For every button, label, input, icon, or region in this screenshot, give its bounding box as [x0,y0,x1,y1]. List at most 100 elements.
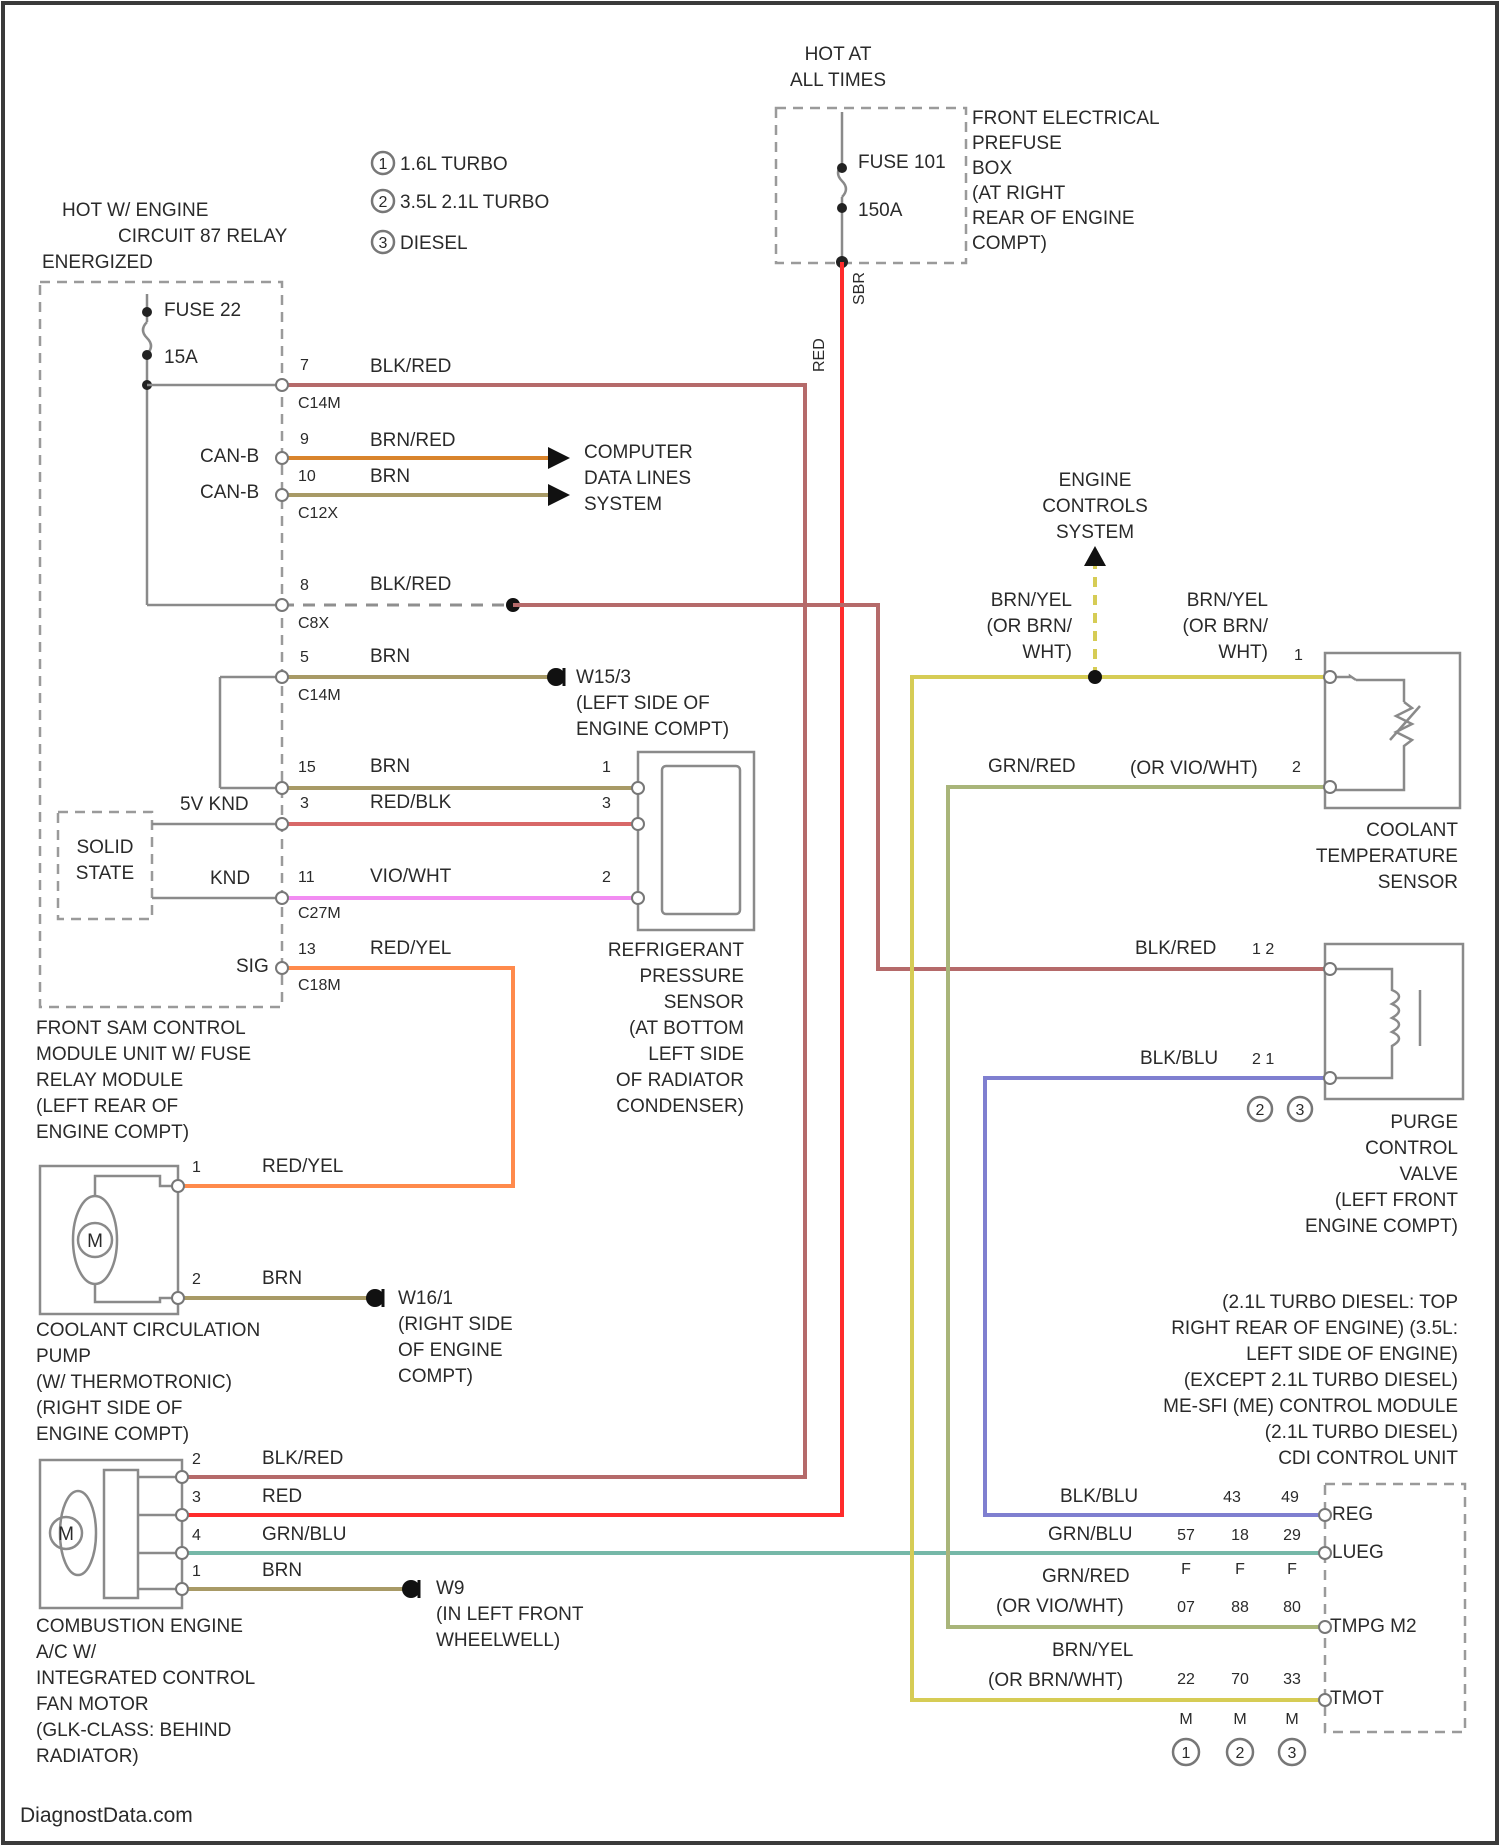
prefuse-connector: SBR [851,272,868,305]
refrig-caption-2: PRESSURE [639,966,744,987]
ecm-conn-b: M [1233,1711,1246,1728]
wire-label-brn-5: BRN [370,646,410,667]
wire-label-blk-red-7: BLK/RED [370,356,451,377]
pump-motor-symbol: M [87,1231,103,1252]
connector-pin [172,1292,184,1304]
pump-caption-5: ENGINE COMPT) [36,1424,189,1445]
watermark: DiagnostData.com [20,1804,193,1827]
legend-entry-3: DIESEL [400,233,468,254]
can-b-label-2: CAN-B [200,482,259,503]
prefuse-caption-1: FRONT ELECTRICAL [972,108,1160,129]
ecm-caption-7: CDI CONTROL UNIT [1278,1448,1458,1469]
pin-7: 7 [300,357,309,374]
connector-pin [276,818,288,830]
cts-caption-1: COOLANT [1366,820,1458,841]
wire-red-yel-pump [178,968,513,1186]
arrow-icon [548,447,570,469]
ecm-row3-wire-2: (OR VIO/WHT) [996,1596,1124,1617]
ecm-row3-pin-top-a: F [1181,1561,1191,1578]
ecm-row3-pin-top-c: F [1287,1561,1297,1578]
connector-pin [1319,1621,1331,1633]
ecm-caption-5: ME-SFI (ME) CONTROL MODULE [1163,1396,1458,1417]
legend-symbol-1: 1 [379,156,388,173]
sam-hot-3: ENERGIZED [42,252,153,273]
sam-knd: KND [210,868,250,889]
refrig-pin-1: 1 [602,759,611,776]
cts-wire-right-2: (OR BRN/ [1183,616,1269,637]
cts-pin-2: 2 [1292,759,1301,776]
connector-pin [276,671,288,683]
ecm-row2-pin-b: 18 [1231,1527,1249,1544]
ecm-caption-2: RIGHT REAR OF ENGINE) (3.5L: [1171,1318,1458,1339]
pin-9: 9 [300,431,309,448]
ecm-row2-sig: LUEG [1332,1542,1384,1563]
wire-label-vio-wht: VIO/WHT [370,866,452,887]
purge-symbol-2: 2 [1256,1102,1265,1119]
ecm-row4-sig: TMOT [1330,1688,1384,1709]
purge-wire-1-pins: 1 2 [1252,941,1274,958]
fan-pin-2: 2 [192,1451,201,1468]
connector-pin [632,782,644,794]
hot-label-line1: HOT AT [805,44,872,65]
ecm-row2-pin-a: 57 [1177,1527,1195,1544]
pump-wire-2: BRN [262,1268,302,1289]
fan-ground-2: (IN LEFT FRONT [436,1604,584,1625]
ecs-3: SYSTEM [1056,522,1134,543]
ecm-row3-wire-1: GRN/RED [1042,1566,1130,1587]
conn-c14m-1: C14M [298,395,341,412]
conn-c18m: C18M [298,977,341,994]
sam-hot-2: CIRCUIT 87 RELAY [118,226,288,247]
legend-symbol-2: 2 [379,194,388,211]
refrig-caption-6: OF RADIATOR [616,1070,744,1091]
connector-pin [1324,1072,1336,1084]
sam-caption-5: ENGINE COMPT) [36,1122,189,1143]
purge-symbol-3: 3 [1296,1102,1305,1119]
refrig-pin-2: 2 [602,869,611,886]
page-border [3,3,1497,1843]
purge-caption-5: ENGINE COMPT) [1305,1216,1458,1237]
ecm-row3-pin-a: 07 [1177,1599,1195,1616]
data-lines-1: COMPUTER [584,442,693,463]
data-lines-3: SYSTEM [584,494,662,515]
cts-wire-2-alt: (OR VIO/WHT) [1130,758,1258,779]
arrow-up-icon [1084,546,1106,566]
ecm-row3-sig: TMPG M2 [1330,1616,1417,1637]
ecs-1: ENGINE [1059,470,1132,491]
conn-c14m-2: C14M [298,687,341,704]
variant-legend: 1 1.6L TURBO 2 3.5L 2.1L TURBO 3 DIESEL [372,152,549,254]
ecm-row2-wire: GRN/BLU [1048,1524,1132,1545]
ecm-conn-a: M [1179,1711,1192,1728]
pump-wire-1: RED/YEL [262,1156,343,1177]
ecm-row3-pin-c: 80 [1283,1599,1301,1616]
connector-pin [176,1509,188,1521]
conn-c12x: C12X [298,505,338,522]
connector-pin [276,599,288,611]
wire-brn-yel-ecm [912,677,1330,1700]
ecm-row4-wire-1: BRN/YEL [1052,1640,1133,1661]
pump-ground-1: W16/1 [398,1288,453,1309]
ground1-1: W15/3 [576,667,631,688]
cts-wire-left-2: (OR BRN/ [987,616,1073,637]
pin-11: 11 [298,869,315,886]
purge-wire-1: BLK/RED [1135,938,1216,959]
cts-wire-2: GRN/RED [988,756,1076,777]
wire-label-brn-10: BRN [370,466,410,487]
ecm-row1-sig: REG [1332,1504,1373,1525]
fan-caption-2: A/C W/ [36,1642,97,1663]
purge-caption-2: CONTROL [1365,1138,1458,1159]
solid-state-1: SOLID [76,837,133,858]
legend-entry-2: 3.5L 2.1L TURBO [400,192,549,213]
refrig-caption-3: SENSOR [664,992,744,1013]
purge-wire-2: BLK/BLU [1140,1048,1218,1069]
pump-caption-1: COOLANT CIRCULATION [36,1320,260,1341]
ecm-row4-pin-c: 33 [1283,1671,1301,1688]
connector-pin [176,1547,188,1559]
conn-c8x: C8X [298,615,329,632]
prefuse-fuse-name: FUSE 101 [858,152,946,173]
ecm-row1-pin-b: 49 [1281,1489,1299,1506]
sam-caption-4: (LEFT REAR OF [36,1096,178,1117]
solenoid-coil-icon [1330,969,1399,1078]
fan-pin-4: 4 [192,1527,201,1544]
prefuse-caption-2: PREFUSE [972,133,1062,154]
cts-wire-right-3: WHT) [1218,642,1268,663]
